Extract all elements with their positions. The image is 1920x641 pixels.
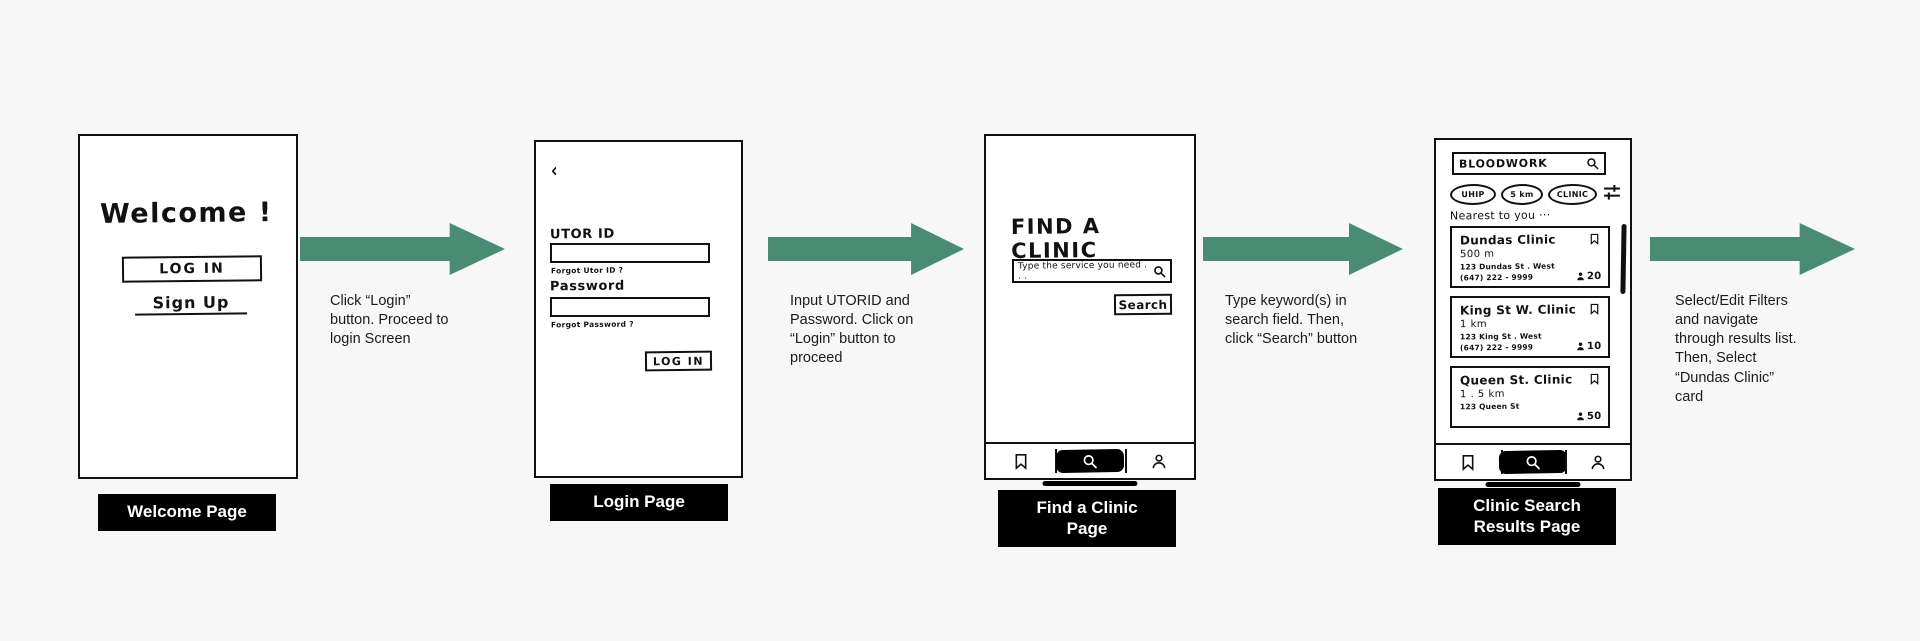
person-icon: [1577, 412, 1585, 421]
nav-item-profile[interactable]: [1565, 445, 1630, 479]
screen-login: ‹ UTOR ID Forgot Utor ID ? Password Forg…: [534, 140, 743, 478]
password-input[interactable]: [550, 297, 710, 317]
nav-item-bookmarks[interactable]: [1436, 445, 1501, 479]
nav-item-search[interactable]: [1055, 444, 1125, 478]
home-indicator: [1042, 481, 1138, 486]
search-button[interactable]: Search: [1113, 293, 1173, 316]
password-label: Password: [549, 278, 625, 295]
clinic-address: 123 Queen St: [1459, 401, 1520, 412]
page-label-login: Login Page: [550, 484, 728, 521]
search-icon: [1526, 455, 1540, 469]
flow-arrow-2: [768, 223, 964, 275]
clinic-card-king[interactable]: King St W. Clinic 1 km 123 King St . Wes…: [1450, 296, 1610, 358]
profile-icon: [1152, 454, 1166, 468]
page-label-find-clinic: Find a Clinic Page: [998, 490, 1176, 547]
forgot-password-link[interactable]: Forgot Password ?: [550, 319, 634, 330]
waiting-count: 50: [1576, 411, 1602, 422]
nearest-heading: Nearest to you ···: [1449, 208, 1551, 223]
results-search-input[interactable]: BLOODWORK: [1452, 152, 1606, 175]
bottom-navigation: [1436, 443, 1630, 487]
home-indicator: [1485, 482, 1581, 487]
clinic-name: King St W. Clinic: [1459, 302, 1577, 318]
waiting-number: 20: [1587, 270, 1603, 283]
bookmark-icon: [1015, 453, 1027, 470]
flow-arrow-1: [300, 223, 505, 275]
clinic-distance: 1 . 5 km: [1459, 388, 1506, 401]
login-button[interactable]: LOG IN: [121, 255, 263, 283]
sliders-icon[interactable]: [1602, 183, 1622, 202]
clinic-card-queen[interactable]: Queen St. Clinic 1 . 5 km 123 Queen St 5…: [1450, 366, 1610, 428]
page-label-results: Clinic Search Results Page: [1438, 488, 1616, 545]
bottom-navigation: [986, 442, 1194, 486]
service-search-input[interactable]: Type the service you need . . .: [1012, 259, 1172, 283]
search-icon: [1083, 454, 1097, 468]
filter-chips: UHIP 5 km CLINIC: [1449, 183, 1625, 206]
welcome-title: Welcome !: [99, 197, 273, 230]
login-submit-button[interactable]: LOG IN: [644, 350, 713, 372]
screen-welcome: Welcome ! LOG IN Sign Up: [78, 134, 298, 479]
bookmark-icon[interactable]: [1589, 302, 1600, 316]
bookmark-icon[interactable]: [1589, 232, 1600, 246]
clinic-distance: 500 m: [1459, 248, 1495, 261]
clinic-card-dundas[interactable]: Dundas Clinic 500 m 123 Dundas St . West…: [1450, 226, 1610, 288]
search-icon: [1587, 158, 1599, 170]
waiting-number: 50: [1587, 410, 1603, 423]
step-caption-1: Click “Login” button. Proceed to login S…: [330, 293, 449, 348]
clinic-distance: 1 km: [1459, 318, 1488, 331]
screen-results: BLOODWORK UHIP 5 km CLINIC Nearest to yo…: [1434, 138, 1632, 487]
nav-item-search[interactable]: [1498, 445, 1568, 479]
signup-link[interactable]: Sign Up: [134, 292, 248, 316]
nav-item-bookmarks[interactable]: [986, 444, 1055, 478]
person-icon: [1577, 342, 1585, 351]
scrollbar-thumb[interactable]: [1620, 223, 1627, 295]
bookmark-icon[interactable]: [1589, 372, 1600, 386]
step-caption-4: Select/Edit Filters and navigate through…: [1675, 293, 1797, 405]
filter-chip-uhip[interactable]: UHIP: [1449, 183, 1497, 206]
back-chevron-icon[interactable]: ‹: [550, 157, 559, 183]
search-icon: [1154, 265, 1166, 277]
step-caption-3: Type keyword(s) in search field. Then, c…: [1225, 293, 1358, 348]
bookmark-icon: [1462, 454, 1474, 471]
forgot-utorid-link[interactable]: Forgot Utor ID ?: [550, 265, 624, 276]
step-caption-2: Input UTORID and Password. Click on “Log…: [790, 293, 914, 367]
filter-chip-clinic[interactable]: CLINIC: [1547, 183, 1598, 206]
nav-item-profile[interactable]: [1124, 444, 1194, 478]
find-clinic-title: FIND A CLINIC: [1010, 214, 1101, 263]
clinic-name: Dundas Clinic: [1459, 232, 1556, 248]
utorid-input[interactable]: [550, 243, 710, 263]
page-label-welcome: Welcome Page: [98, 494, 276, 531]
clinic-phone: (647) 222 - 9999: [1459, 342, 1534, 353]
flow-arrow-4: [1650, 223, 1855, 275]
waiting-number: 10: [1587, 340, 1603, 353]
clinic-phone: (647) 222 - 9999: [1459, 272, 1534, 283]
waiting-count: 20: [1576, 271, 1602, 282]
clinic-name: Queen St. Clinic: [1459, 372, 1573, 388]
utorid-label: UTOR ID: [549, 226, 615, 243]
clinic-address: 123 King St . West: [1459, 331, 1542, 342]
profile-icon: [1591, 455, 1605, 469]
person-icon: [1577, 272, 1585, 281]
flow-arrow-3: [1203, 223, 1403, 275]
waiting-count: 10: [1576, 341, 1602, 352]
filter-chip-distance[interactable]: 5 km: [1500, 183, 1544, 206]
search-placeholder: Type the service you need . . .: [1017, 260, 1148, 282]
screen-find-clinic: FIND A CLINIC Type the service you need …: [984, 134, 1196, 486]
results-search-value: BLOODWORK: [1458, 156, 1548, 171]
clinic-address: 123 Dundas St . West: [1459, 261, 1555, 272]
